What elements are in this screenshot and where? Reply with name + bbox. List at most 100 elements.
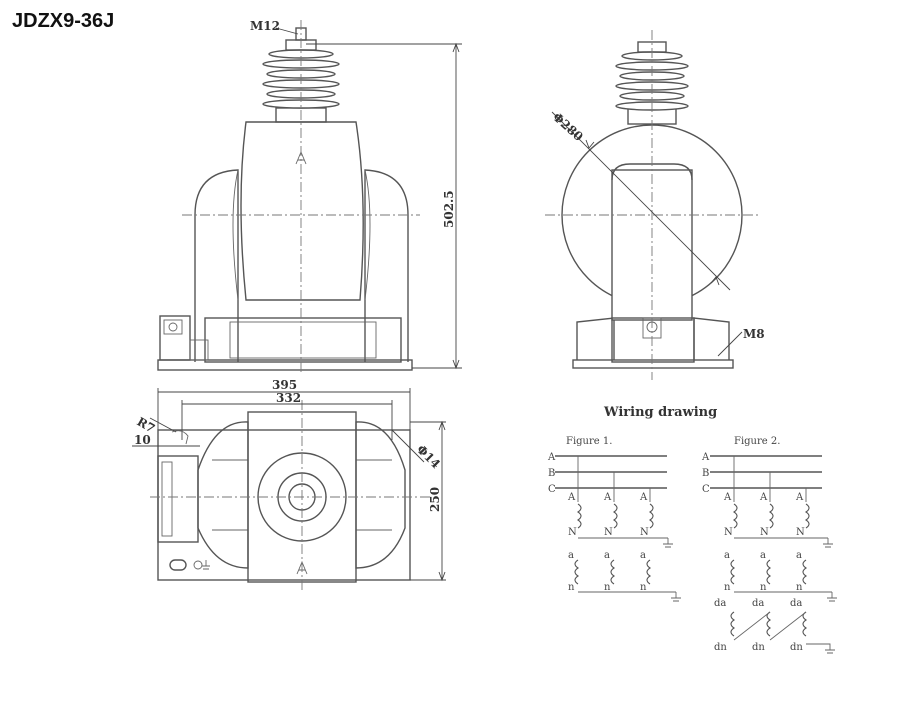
front-right-arch	[364, 169, 409, 362]
figure1-primary-1: A	[567, 492, 576, 503]
front-base-plate	[157, 359, 413, 371]
figure2-sec-coil-2	[766, 559, 771, 585]
figure1-sec-coil-3	[646, 559, 651, 585]
top-width-dim: 395	[272, 378, 297, 392]
front-lower-inner	[229, 321, 377, 359]
top-depth-arrows	[438, 420, 446, 582]
top-base-outline	[157, 429, 411, 581]
figure2-sec-bot-2: n	[760, 582, 767, 593]
figure1-end-3: N	[640, 527, 649, 538]
side-view: Φ280 M8	[545, 30, 765, 380]
figure1-coil-3	[649, 503, 654, 529]
figure2-sec-top-1: a	[724, 550, 730, 561]
top-terminal-box	[157, 455, 199, 543]
figure1-bus-label-c: C	[548, 484, 556, 495]
top-view: 395 332 R7 10 Φ14 250	[132, 378, 446, 590]
top-bolt-icon	[193, 560, 203, 570]
figure2-bus-label-c: C	[702, 484, 710, 495]
front-height-dim: 502.5	[442, 190, 456, 228]
front-lower-body	[204, 317, 402, 363]
figure2-earth-3-icon	[806, 643, 835, 654]
side-bolt-leader	[717, 331, 743, 357]
front-bolt-label: M12	[250, 19, 280, 33]
figure2-ter-top-1: da	[714, 598, 726, 609]
front-main-body	[240, 121, 364, 301]
side-diameter-line	[551, 111, 731, 291]
figure2-sec-bot-1: n	[724, 582, 731, 593]
figure2-delta-link-1	[733, 611, 771, 641]
figure2-sec-top-2: a	[760, 550, 766, 561]
front-terminal-side	[189, 339, 209, 361]
figure2-ter-top-2: da	[752, 598, 764, 609]
side-bolt-label: M8	[743, 327, 765, 341]
figure2-ter-coil-2	[766, 611, 771, 637]
wiring-figure-1: Figure 1. A B C A A A N N N a a a	[547, 436, 681, 602]
figure2-bus-label-b: B	[702, 468, 709, 479]
top-hole-leader	[149, 417, 177, 433]
figure2-primary-3: A	[795, 492, 804, 503]
figure2-ter-coil-1	[730, 611, 735, 637]
front-bolt-leader	[275, 27, 299, 35]
front-dim-arrows	[452, 42, 460, 370]
front-left-arch	[194, 169, 239, 362]
figure1-coil-2	[613, 503, 618, 529]
side-base-right	[693, 317, 730, 360]
figure1-earth-2-icon	[671, 592, 681, 602]
top-right-lines	[356, 459, 392, 531]
top-left-lines	[212, 459, 248, 531]
figure1-coil-1	[577, 503, 582, 529]
side-base-plate	[572, 359, 734, 369]
top-right-lobe	[355, 421, 406, 569]
figure2-earth-1-icon	[823, 538, 833, 548]
figure2-coil-2	[769, 503, 774, 529]
figure2-delta-link-2	[769, 611, 807, 641]
front-terminal-plate	[163, 319, 183, 335]
top-earth-icon	[202, 560, 210, 570]
figure2-end-2: N	[760, 527, 769, 538]
figure2-ter-coil-3	[802, 611, 807, 637]
figure2-primary-1: A	[723, 492, 732, 503]
side-base-left	[576, 317, 615, 360]
figure2-coil-1	[733, 503, 738, 529]
figure2-ter-bot-3: dn	[790, 642, 803, 653]
figure2-label: Figure 2.	[734, 436, 780, 447]
front-terminal-bolt-icon	[168, 322, 178, 332]
top-slot-leader	[391, 429, 425, 463]
figure2-ter-bot-2: dn	[752, 642, 765, 653]
figure2-ter-top-3: da	[790, 598, 802, 609]
figure1-end-2: N	[604, 527, 613, 538]
figure1-primary-2: A	[603, 492, 612, 503]
front-body-left-curve	[232, 169, 239, 301]
figure1-primary-3: A	[639, 492, 648, 503]
figure1-sec-bot-2: n	[604, 582, 611, 593]
figure1-sec-coil-1	[574, 559, 579, 585]
model-title: JDZX9-36J	[12, 10, 115, 32]
front-body-right-curve	[364, 169, 371, 301]
figure1-bus-label-b: B	[548, 468, 555, 479]
top-left-lobe	[197, 421, 249, 569]
top-inner-dim: 332	[276, 391, 301, 405]
top-depth-dim: 250	[428, 487, 442, 512]
figure2-ter-bot-1: dn	[714, 642, 727, 653]
wiring-drawing: Wiring drawing Figure 1. A B C A A A N N…	[547, 405, 837, 654]
figure1-bus-label-a: A	[547, 452, 556, 463]
figure1-label: Figure 1.	[566, 436, 612, 447]
figure1-sec-top-2: a	[604, 550, 610, 561]
side-terminal-block	[611, 317, 695, 363]
figure2-sec-coil-1	[730, 559, 735, 585]
figure1-end-1: N	[568, 527, 577, 538]
top-slot-hole	[169, 559, 187, 571]
figure2-sec-top-3: a	[796, 550, 802, 561]
figure2-primary-2: A	[759, 492, 768, 503]
figure1-earth-1-icon	[663, 538, 673, 548]
top-terminal-strip	[161, 461, 173, 537]
figure1-sec-bot-3: n	[640, 582, 647, 593]
figure2-end-3: N	[796, 527, 805, 538]
figure2-bus-label-a: A	[701, 452, 710, 463]
front-terminal-box	[159, 315, 191, 361]
figure1-sec-top-1: a	[568, 550, 574, 561]
figure2-sec-coil-3	[802, 559, 807, 585]
figure1-sec-coil-2	[610, 559, 615, 585]
wiring-figure-2: Figure 2. A B C A A A N N N a a a	[701, 436, 837, 654]
